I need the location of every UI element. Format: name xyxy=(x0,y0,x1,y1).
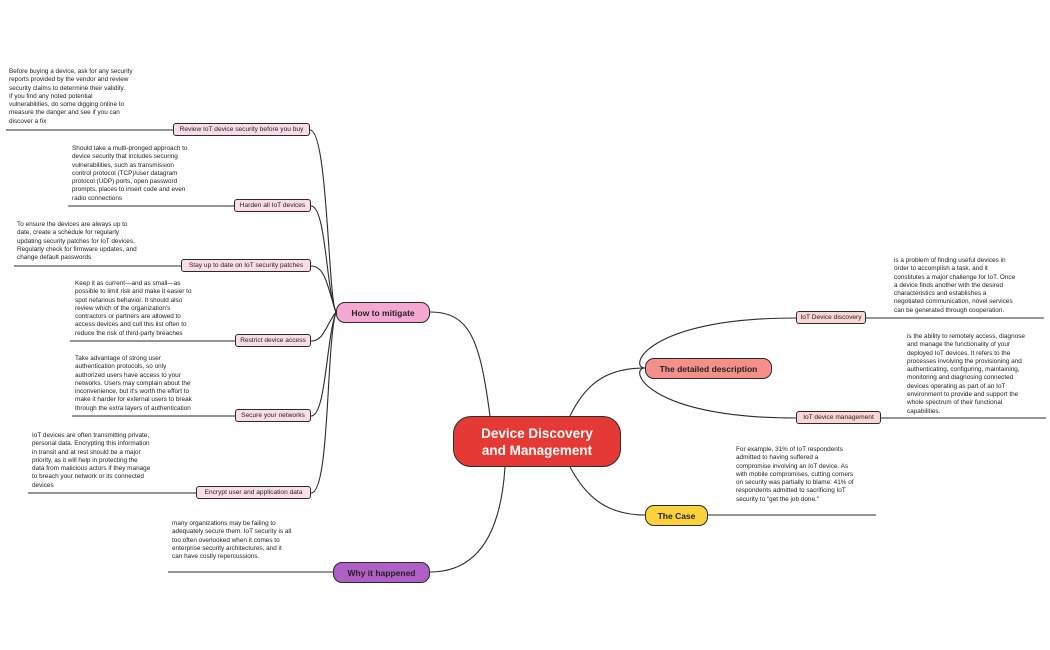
link-description-management xyxy=(639,367,797,419)
subtopic-label: Encrypt user and application data xyxy=(204,489,303,496)
topic-label: How to mitigate xyxy=(351,307,415,318)
topic-detailed-description[interactable]: The detailed description xyxy=(645,358,772,379)
note-the-case: For example, 31% of IoT respondents admi… xyxy=(736,446,854,503)
subtopic-label: Stay up to date on IoT security patches xyxy=(188,262,304,269)
link-description-discovery xyxy=(639,317,797,369)
note-why-it-happened: many organizations may be failing to ade… xyxy=(172,520,292,561)
subtopic-label: IoT device management xyxy=(803,414,874,421)
note-harden-devices: Should take a multi-pronged approach to … xyxy=(72,145,188,202)
central-topic-title: Device Discovery and Management xyxy=(481,425,593,458)
note-encrypt-data: IoT devices are often transmitting priva… xyxy=(32,432,151,489)
topic-the-case[interactable]: The Case xyxy=(645,505,708,526)
note-review-before-buy: Before buying a device, ask for any secu… xyxy=(9,68,133,125)
topic-label: Why it happened xyxy=(347,567,416,578)
subtopic-encrypt-data[interactable]: Encrypt user and application data xyxy=(196,486,311,499)
note-device-discovery: is a problem of finding useful devices i… xyxy=(894,257,1016,314)
subtopic-label: Review IoT device security before you bu… xyxy=(179,126,304,133)
central-topic[interactable]: Device Discovery and Management xyxy=(453,416,621,467)
subtopic-harden-devices[interactable]: Harden all IoT devices xyxy=(234,199,311,212)
link-mitigate-harden xyxy=(310,205,337,313)
topic-label: The Case xyxy=(657,510,696,521)
subtopic-secure-networks[interactable]: Secure your networks xyxy=(235,409,311,422)
note-restrict-access: Keep it as current—and as small—as possi… xyxy=(75,280,192,337)
note-secure-networks: Take advantage of strong user authentica… xyxy=(75,355,192,412)
note-security-patches: To ensure the devices are always up to d… xyxy=(17,221,137,262)
subtopic-label: IoT Device discovery xyxy=(800,314,862,321)
subtopic-review-before-buy[interactable]: Review IoT device security before you bu… xyxy=(173,123,310,136)
link-mitigate-patches xyxy=(310,265,337,313)
link-central-description xyxy=(569,367,646,417)
link-mitigate-encrypt xyxy=(310,311,337,494)
subtopic-restrict-access[interactable]: Restrict device access xyxy=(235,334,311,347)
topic-label: The detailed description xyxy=(659,363,758,374)
topic-why-it-happened[interactable]: Why it happened xyxy=(333,562,430,583)
link-mitigate-review xyxy=(309,129,337,313)
link-central-mitigate xyxy=(429,311,491,417)
subtopic-security-patches[interactable]: Stay up to date on IoT security patches xyxy=(181,259,311,272)
subtopic-label: Harden all IoT devices xyxy=(239,202,306,209)
topic-how-to-mitigate[interactable]: How to mitigate xyxy=(336,302,430,323)
subtopic-label: Secure your networks xyxy=(241,412,305,419)
subtopic-label: Restrict device access xyxy=(240,337,306,344)
link-mitigate-secure xyxy=(310,311,337,417)
link-mitigate-restrict xyxy=(310,311,337,342)
link-central-why xyxy=(429,466,506,573)
subtopic-device-discovery[interactable]: IoT Device discovery xyxy=(796,311,866,324)
subtopic-device-management[interactable]: IoT device management xyxy=(796,411,881,424)
note-device-management: is the ability to remotely access, diagn… xyxy=(907,333,1025,415)
link-central-case xyxy=(569,466,646,516)
